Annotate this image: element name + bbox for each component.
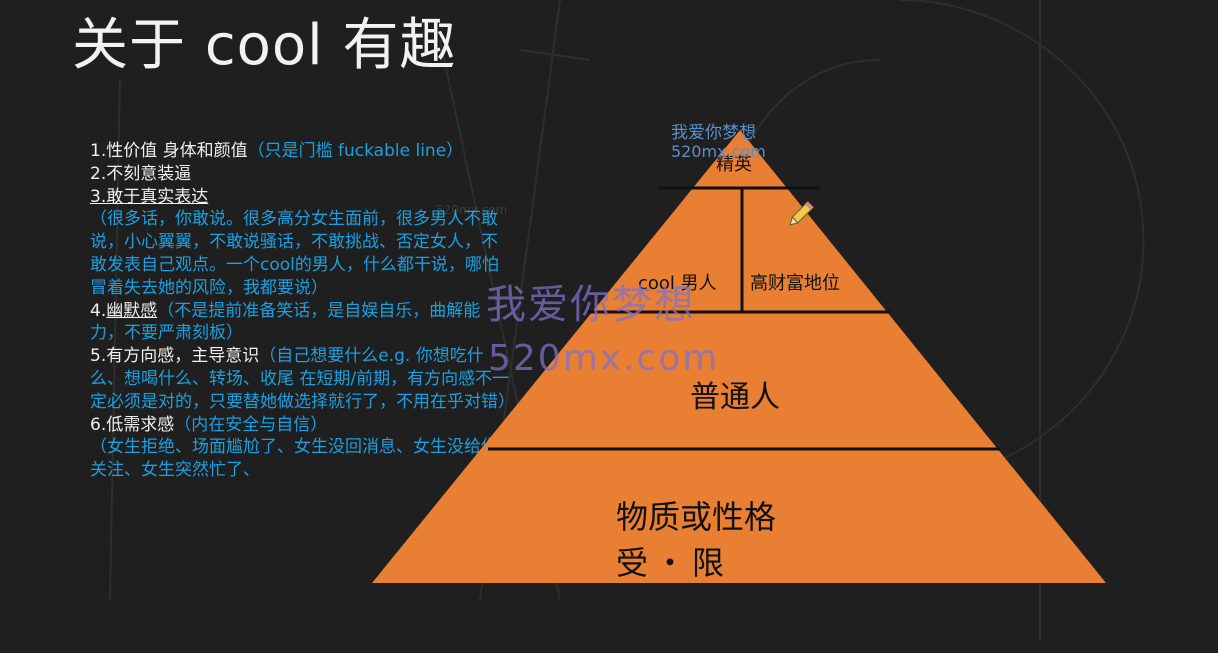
pyramid-level2-right-label: 高财富地位 [750,273,840,294]
pyramid-dividers [488,186,1000,451]
title-suffix: 有趣 [323,13,457,78]
traits-list: 1.性价值 身体和颜值（只是门槛 fuckable line） 2.不刻意装逼 … [90,140,515,482]
item2-label: 2.不刻意装逼 [90,163,192,184]
pyramid-level3-label: 普通人 [690,380,780,415]
item3-label: 3.敢于真实表达 [90,186,209,207]
list-item: 4.幽默感（不是提前准备笑话，是自娱自乐，曲解能力，不要严肃刻板） [90,300,510,346]
list-item: 2.不刻意装逼 [90,163,510,186]
watermark-small-cn: 我爱你梦想 [671,123,756,143]
pyramid-shape [372,130,1106,583]
watermark-large-cn: 我爱你梦想 [486,282,696,328]
title-prefix: 关于 [72,13,205,78]
item4-note: （不是提前准备笑话，是自娱自乐，曲解能力，不要严肃刻板） [90,300,481,344]
item4-label: 幽默感 [106,300,158,321]
list-item: 3.敢于真实表达 [90,186,510,209]
watermark-small-url: 520mx.com [671,142,766,161]
pyramid-bottom-label-line2: 受・限 [616,544,731,582]
item6-label: 6.低需求感 [90,414,175,435]
item6-note2: （女生拒绝、场面尴尬了、女生没回消息、女生没给你关注、女生突然忙了、 [90,437,498,481]
item5-note: （自己想要什么e.g. 你想吃什么、想喝什么、转场、收尾 在短期/前期，有方向感… [90,346,515,412]
pyramid-bottom-label-line1: 物质或性格 [616,498,777,536]
item3-note: （很多话，你敢说。很多高分女生面前，很多男人不敢说，小心翼翼，不敢说骚话，不敢挑… [90,209,499,298]
pyramid-top-label: 精英 [716,154,752,175]
item6-note: （内在安全与自信） [174,414,328,435]
list-item: 1.性价值 身体和颜值（只是门槛 fuckable line） [90,140,510,163]
slide-title: 关于 cool 有趣 [72,10,457,82]
item5-label: 5.有方向感，主导意识 [90,346,260,367]
pyramid-level2-left-label: cool 男人 [638,273,717,294]
item4-num: 4. [90,300,107,321]
item1-label: 1.性价值 身体和颜值 [90,141,248,161]
list-item: 6.低需求感（内在安全与自信） [90,414,510,437]
title-latin: cool [204,13,324,78]
watermark-large-url: 520mx.com [488,338,720,379]
list-item: 5.有方向感，主导意识（自己想要什么e.g. 你想吃什么、想喝什么、转场、收尾 … [90,345,515,413]
item1-note: （只是门槛 fuckable line） [247,141,464,161]
watermark-tiny-url: 520mx.com [436,203,508,217]
pencil-icon [789,200,815,226]
